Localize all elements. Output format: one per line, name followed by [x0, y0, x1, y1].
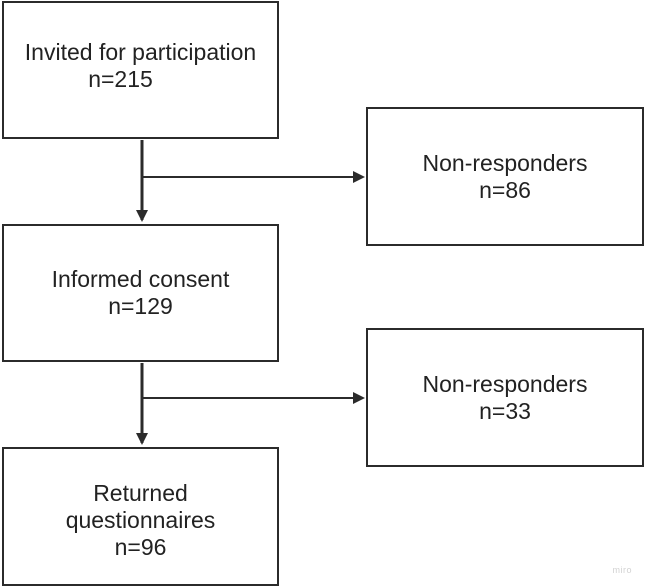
informed-consent-label: Informed consent [51, 266, 230, 292]
invited-count: n=215 [88, 66, 153, 92]
non-responders-box-1: Non-responders n=86 [366, 107, 644, 246]
returned-count: n=96 [114, 534, 167, 560]
invited-for-participation-box: Invited for participation n=215 [2, 1, 279, 139]
non-responders-1-count: n=86 [479, 176, 531, 203]
non-responders-2-count: n=33 [479, 397, 531, 424]
invited-label: Invited for participation [24, 39, 257, 65]
informed-consent-count: n=129 [108, 293, 173, 319]
non-responders-box-2: Non-responders n=33 [366, 328, 644, 467]
non-responders-2-label: Non-responders [422, 370, 588, 397]
returned-label-line-1: Returned [93, 480, 188, 506]
miro-watermark: miro [612, 565, 632, 575]
returned-questionnaires-box: Returned questionnaires n=96 [2, 447, 279, 586]
informed-consent-box: Informed consent n=129 [2, 224, 279, 362]
non-responders-1-label: Non-responders [422, 149, 588, 176]
returned-label-line-2: questionnaires [65, 507, 216, 533]
